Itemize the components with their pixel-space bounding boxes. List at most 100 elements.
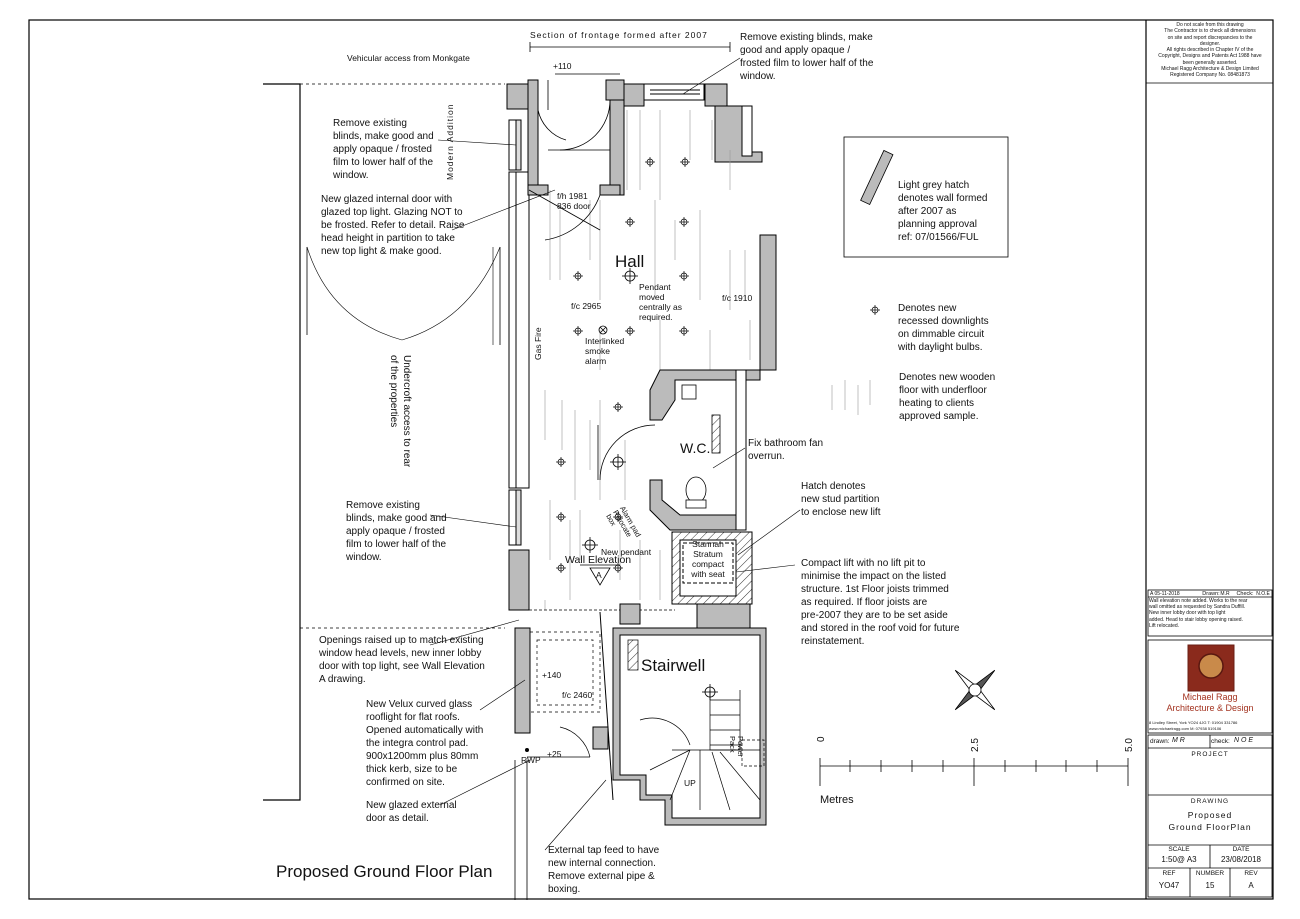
frontage-dimension — [529, 42, 731, 75]
power-pack-label: Power Pack — [728, 736, 745, 758]
floor-hatch — [544, 110, 751, 610]
disclaimer: Do not scale from this drawing The Contr… — [1158, 22, 1262, 79]
smoke-alarm-label: Interlinked smoke alarm — [585, 336, 625, 366]
drawing-name: Proposed Ground FloorPlan — [1168, 810, 1252, 832]
room-hall: Hall — [615, 252, 645, 271]
revision-note: Wall elevation note added. Works to the … — [1149, 598, 1248, 629]
level-25: +25 — [547, 749, 562, 759]
level-110: +110 — [553, 61, 572, 71]
rwp-symbol — [525, 748, 529, 752]
scale-tick-2-5: 2.5 — [970, 738, 981, 752]
scale-tick-5: 5.0 — [1124, 738, 1135, 752]
wc-fixtures — [681, 384, 721, 509]
drawing-label: DRAWING — [1190, 798, 1230, 805]
ceiling-height-label: f/c 2965 — [571, 301, 602, 311]
door-height-label: f/h 1981 836 door — [557, 191, 591, 211]
ref-field-value: YO47 — [1158, 881, 1180, 890]
modern-addition-label: Modern Addition — [445, 103, 455, 180]
floor-hatch-swatch — [831, 380, 871, 415]
rwp-label: RWP — [521, 755, 541, 765]
company-address: 8 Lindley Street, York YO24 4JG T: 01904… — [1149, 720, 1238, 725]
wc-walls — [649, 369, 761, 531]
scale-bar — [819, 758, 1129, 786]
scale-unit: Metres — [820, 794, 854, 806]
number-field-label: NUMBER — [1195, 870, 1225, 877]
check-field-value: N O E — [1234, 737, 1254, 744]
scale-tick-0: 0 — [816, 736, 827, 742]
elevation-letter: A — [596, 570, 602, 580]
drawn-field-value: M R — [1172, 737, 1185, 744]
room-wc: W.C. — [680, 440, 711, 456]
front-wall — [506, 83, 538, 611]
rev-check-initials: N.O.E — [1256, 591, 1270, 597]
date-field-value: 23/08/2018 — [1220, 855, 1262, 864]
note-glazed-external: New glazed external door as detail. — [366, 800, 457, 824]
frontage-label: Section of frontage formed after 2007 — [530, 30, 708, 40]
ceiling-height-label: f/c 1910 — [722, 293, 753, 303]
vehicular-access-label: Vehicular access from Monkgate — [347, 53, 470, 63]
scale-field-label: SCALE — [1168, 846, 1190, 853]
internal-door — [528, 189, 601, 241]
company-name: Michael Ragg — [1182, 692, 1238, 702]
wc-door — [597, 424, 656, 481]
note-remove-blinds-lower: Remove existing blinds, make good and ap… — [346, 500, 447, 563]
title-block-grid — [1146, 82, 1273, 898]
rev-check-label: Check: — [1236, 591, 1254, 597]
external-wall-line — [599, 611, 614, 801]
note-remove-blinds-top: Remove existing blinds, make good and ap… — [740, 32, 874, 82]
drawn-field-label: drawn: — [1150, 738, 1170, 745]
note-velux: New Velux curved glass rooflight for fla… — [366, 699, 484, 788]
company-web: www.michaelragg.com M: 07938 519106 — [1149, 726, 1222, 731]
stannah-label: Stannah Stratum compact with seat — [691, 539, 725, 579]
leader-lines — [429, 57, 801, 851]
legend-box — [843, 136, 1009, 258]
ceiling-height-label: f/c 2460 — [562, 690, 593, 700]
rev-drawn-label: Drawn: — [1202, 591, 1220, 597]
room-stairwell: Stairwell — [641, 656, 706, 675]
stairwell-walls — [514, 603, 767, 826]
note-new-glazed-door: New glazed internal door with glazed top… — [321, 194, 465, 257]
pendant-label: Pendant moved centrally as required. — [639, 282, 682, 322]
note-compact-lift: Compact lift with no lift pit to minimis… — [801, 558, 960, 647]
revision-row: A 05-11-2018 — [1150, 591, 1180, 597]
sheet-border — [28, 19, 1274, 900]
velux-rooflight — [527, 631, 601, 758]
note-remove-blinds-left: Remove existing blinds, make good and ap… — [333, 118, 434, 181]
north-arrow — [954, 669, 996, 711]
entrance-door — [537, 80, 611, 151]
note-openings-raised: Openings raised up to match existing win… — [319, 635, 485, 685]
project-label: PROJECT — [1191, 751, 1229, 758]
number-field-value: 15 — [1205, 881, 1215, 890]
wall-elevation-label: Wall Elevation — [565, 554, 632, 566]
rev-field-value: A — [1248, 881, 1254, 890]
logo-emblem — [1198, 653, 1224, 679]
drawing-title: Proposed Ground Floor Plan — [276, 862, 493, 881]
note-undercroft: Undercroft access to rear of the propert… — [388, 355, 412, 468]
new-pendant-label: New pendant — [601, 547, 652, 557]
date-field-label: DATE — [1232, 846, 1250, 853]
gas-fire-label: Gas Fire — [533, 327, 543, 360]
check-field-label: check: — [1211, 738, 1230, 745]
modern-addition-walls — [527, 79, 728, 196]
rev-drawn-initials: M.R — [1220, 591, 1230, 597]
rev-field-label: REV — [1244, 870, 1258, 877]
scale-field-value: 1:50@ A3 — [1161, 855, 1197, 864]
note-hatch-stud: Hatch denotes new stud partition to encl… — [801, 481, 881, 518]
undercroft-outline — [263, 83, 505, 801]
note-fan: Fix bathroom fan overrun. — [748, 438, 824, 462]
legend-wooden-floor: Denotes new wooden floor with underfloor… — [899, 372, 996, 422]
stair-up-label: UP — [684, 778, 696, 788]
level-140: +140 — [542, 670, 562, 680]
company-subtitle: Architecture & Design — [1166, 703, 1254, 713]
lift-enclosure — [671, 531, 753, 605]
ref-field-label: REF — [1162, 870, 1176, 877]
legend-grey-hatch: Light grey hatch denotes wall formed aft… — [898, 180, 988, 243]
hall-right-walls — [705, 105, 777, 371]
grey-hatch-swatch — [860, 149, 894, 206]
pendant-symbols — [582, 268, 718, 700]
legend-downlights: Denotes new recessed downlights on dimma… — [898, 303, 989, 353]
wall-elevation-marker — [580, 564, 620, 586]
downlight-symbols — [556, 157, 880, 573]
